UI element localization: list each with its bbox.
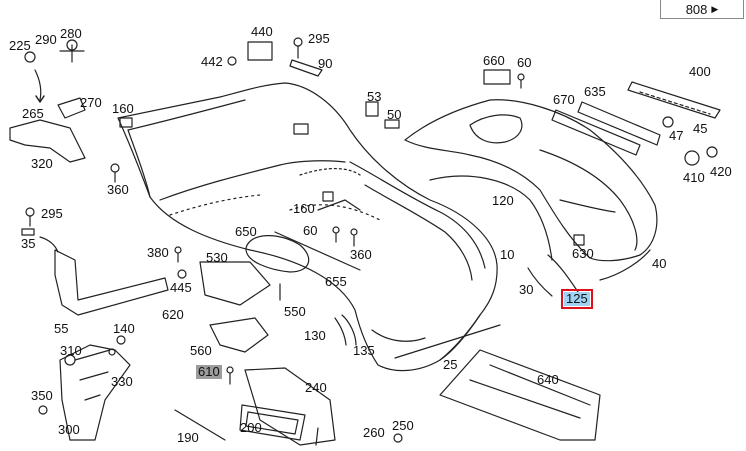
strip-655-drawing [274,231,361,271]
part-label-125-selected[interactable]: 125 [561,289,593,309]
page-nav-button[interactable]: 808 ▶ [660,0,744,19]
part-label-25[interactable]: 25 [443,357,458,372]
part-label-40[interactable]: 40 [652,256,667,271]
ring-650-drawing [245,235,310,273]
part-label-280[interactable]: 280 [60,26,82,41]
rail-55-drawing [54,249,169,316]
part-label-380[interactable]: 380 [147,245,169,260]
strip-125-drawing [547,254,579,293]
part-label-260[interactable]: 260 [363,425,385,440]
part-label-30[interactable]: 30 [519,282,534,297]
part-label-400[interactable]: 400 [689,64,711,79]
part-label-330[interactable]: 330 [111,374,133,389]
part-label-640[interactable]: 640 [537,372,559,387]
part-label-620[interactable]: 620 [162,307,184,322]
part-530-drawing [199,261,271,306]
part-label-310[interactable]: 310 [60,343,82,358]
part-label-320[interactable]: 320 [31,156,53,171]
part-240-drawing [244,367,336,446]
part-label-90[interactable]: 90 [318,56,333,71]
part-label-660[interactable]: 660 [483,53,505,68]
part-label-440[interactable]: 440 [251,24,273,39]
part-label-350[interactable]: 350 [31,388,53,403]
part-label-10[interactable]: 10 [500,247,515,262]
part-label-135[interactable]: 135 [353,343,375,358]
part-label-50[interactable]: 50 [387,107,402,122]
part-label-442[interactable]: 442 [201,54,223,69]
part-label-270[interactable]: 270 [80,95,102,110]
part-label-120[interactable]: 120 [492,193,514,208]
diffuser-strip-drawing [627,81,721,119]
part-label-140[interactable]: 140 [113,321,135,336]
part-label-53[interactable]: 53 [367,89,382,104]
part-label-55[interactable]: 55 [54,321,69,336]
part-label-160-b[interactable]: 160 [293,201,315,216]
part-label-240[interactable]: 240 [305,380,327,395]
part-640-drawing [439,349,601,441]
part-label-160[interactable]: 160 [112,101,134,116]
part-200-drawing [239,404,306,441]
bumper-cover-drawing [117,82,498,372]
strip-30-drawing [527,267,553,297]
part-label-130[interactable]: 130 [304,328,326,343]
part-label-300[interactable]: 300 [58,422,80,437]
bracket-320-drawing [9,119,86,163]
part-label-650[interactable]: 650 [235,224,257,239]
part-label-290[interactable]: 290 [35,32,57,47]
part-label-670[interactable]: 670 [553,92,575,107]
part-label-190[interactable]: 190 [177,430,199,445]
bumper-lower-section-drawing [404,99,658,262]
part-label-530[interactable]: 530 [206,250,228,265]
bracket-270-drawing [57,97,86,119]
part-label-295[interactable]: 295 [308,31,330,46]
page-number: 808 [685,1,708,17]
part-label-35[interactable]: 35 [21,236,36,251]
part-label-360[interactable]: 360 [107,182,129,197]
part-label-60[interactable]: 60 [517,55,532,70]
part-label-610[interactable]: 610 [196,364,222,379]
strip-40-drawing [599,249,651,281]
part-label-445[interactable]: 445 [170,280,192,295]
part-label-295-b[interactable]: 295 [41,206,63,221]
part-560-drawing [209,317,269,353]
part-label-635[interactable]: 635 [584,84,606,99]
part-label-200[interactable]: 200 [240,420,262,435]
part-label-630[interactable]: 630 [572,246,594,261]
part-label-550[interactable]: 550 [284,304,306,319]
strip-25-drawing [394,324,501,359]
part-label-47[interactable]: 47 [669,128,684,143]
strip-120-drawing [429,175,553,261]
part-label-420[interactable]: 420 [710,164,732,179]
part-label-265[interactable]: 265 [22,106,44,121]
part-label-655[interactable]: 655 [325,274,347,289]
trim-670-drawing [551,109,641,156]
bracket-300-drawing [59,344,131,441]
part-label-250[interactable]: 250 [392,418,414,433]
trim-635-drawing [577,101,661,146]
part-label-45[interactable]: 45 [693,121,708,136]
part-label-560[interactable]: 560 [190,343,212,358]
part-label-410[interactable]: 410 [683,170,705,185]
part-label-225[interactable]: 225 [9,38,31,53]
part-label-360-b[interactable]: 360 [350,247,372,262]
part-label-60-b[interactable]: 60 [303,223,318,238]
triangle-right-icon: ▶ [711,3,719,14]
